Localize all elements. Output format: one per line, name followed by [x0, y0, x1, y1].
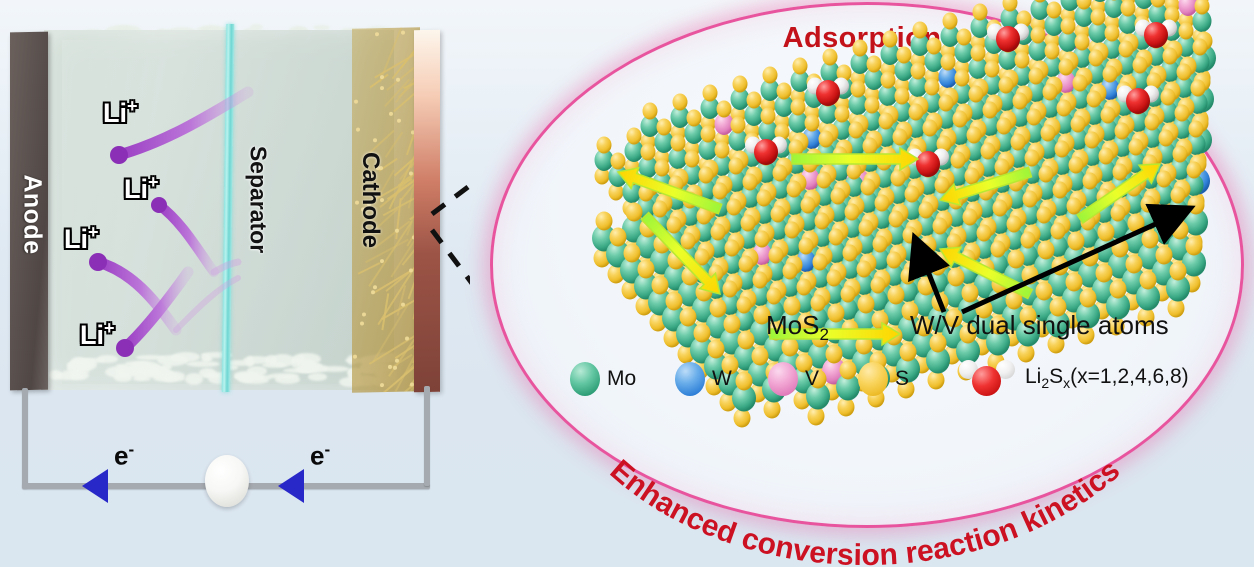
- s-center-atom-icon: [972, 366, 1001, 396]
- w-atom-icon: [675, 362, 705, 396]
- v-atom-icon: [768, 362, 798, 396]
- li2sx-molecule-icon: [958, 360, 1018, 396]
- legend-item-mo: Mo: [570, 362, 636, 396]
- legend-item-w: W: [675, 362, 732, 396]
- legend-label-w: W: [712, 367, 732, 391]
- callout-dashed-lines: [0, 0, 470, 567]
- legend-item-s: S: [858, 362, 909, 396]
- legend-item-v: V: [768, 362, 819, 396]
- wv-pointer-arrows: [470, 0, 1254, 567]
- battery-schematic: Anode Separator Cathode: [0, 0, 470, 567]
- mos2-label: MoS2: [766, 310, 829, 345]
- magnified-view-panel: Adsorption: [470, 0, 1254, 567]
- legend-label-s: S: [895, 367, 909, 391]
- legend-label-li2sx: Li2Sx(x=1,2,4,6,8): [1025, 365, 1189, 391]
- s-atom-icon: [858, 362, 888, 396]
- mo-atom-icon: [570, 362, 600, 396]
- legend-item-li2sx: Li2Sx(x=1,2,4,6,8): [958, 360, 1189, 396]
- legend-label-v: V: [805, 367, 819, 391]
- species-legend: Mo W V S Li2Sx(x=1,2,4,6,8): [570, 362, 1190, 408]
- wv-dual-atoms-label: W/V dual single atoms: [910, 310, 1169, 341]
- legend-label-mo: Mo: [607, 367, 636, 391]
